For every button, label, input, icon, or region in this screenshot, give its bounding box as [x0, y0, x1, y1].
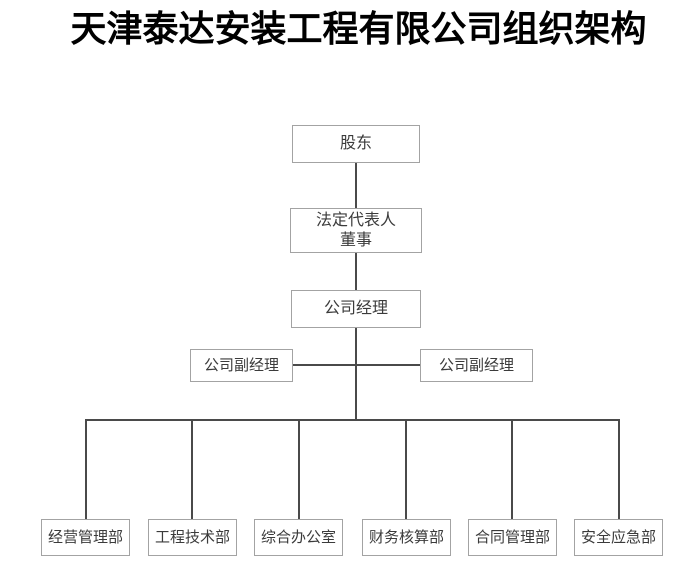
connector-manager-trunk: [355, 328, 357, 420]
connector-deputy-left: [293, 364, 355, 366]
node-dept-label: 综合办公室: [260, 528, 336, 546]
connector-department-bus: [85, 419, 620, 421]
node-shareholder-label: 股东: [339, 135, 372, 152]
node-dept-financial-accounting: 财务核算部: [362, 519, 451, 556]
node-company-manager-label: 公司经理: [323, 300, 388, 317]
connector-shareholder-legal: [355, 163, 357, 208]
node-shareholder: 股东: [292, 125, 420, 163]
connector-drop-dept-2: [191, 419, 193, 519]
connector-drop-dept-3: [298, 419, 300, 519]
node-dept-contract-management: 合同管理部: [468, 519, 557, 556]
node-dept-label: 合同管理部: [474, 528, 550, 546]
page-title: 天津泰达安装工程有限公司组织架构: [70, 9, 647, 49]
node-legal-representative-label-line2: 董事: [339, 231, 372, 249]
node-dept-label: 经营管理部: [47, 528, 123, 546]
node-dept-safety-emergency: 安全应急部: [574, 519, 663, 556]
node-deputy-manager-left-label: 公司副经理: [203, 356, 279, 374]
node-legal-representative-label-line1: 法定代表人: [315, 211, 396, 229]
connector-deputy-right: [357, 364, 420, 366]
connector-legal-manager: [355, 253, 357, 290]
node-dept-label: 安全应急部: [580, 528, 656, 546]
node-deputy-manager-right-label: 公司副经理: [438, 356, 514, 374]
node-dept-label: 财务核算部: [368, 528, 444, 546]
connector-drop-dept-5: [511, 419, 513, 519]
node-dept-general-office: 综合办公室: [254, 519, 343, 556]
connector-drop-dept-4: [405, 419, 407, 519]
node-company-manager: 公司经理: [291, 290, 421, 328]
node-deputy-manager-left: 公司副经理: [190, 349, 293, 382]
node-dept-business-management: 经营管理部: [41, 519, 130, 556]
node-legal-representative: 法定代表人 董事: [290, 208, 422, 253]
node-dept-label: 工程技术部: [154, 528, 230, 546]
node-dept-engineering-technology: 工程技术部: [148, 519, 237, 556]
connector-drop-dept-1: [85, 419, 87, 519]
node-deputy-manager-right: 公司副经理: [420, 349, 533, 382]
connector-drop-dept-6: [618, 419, 620, 519]
